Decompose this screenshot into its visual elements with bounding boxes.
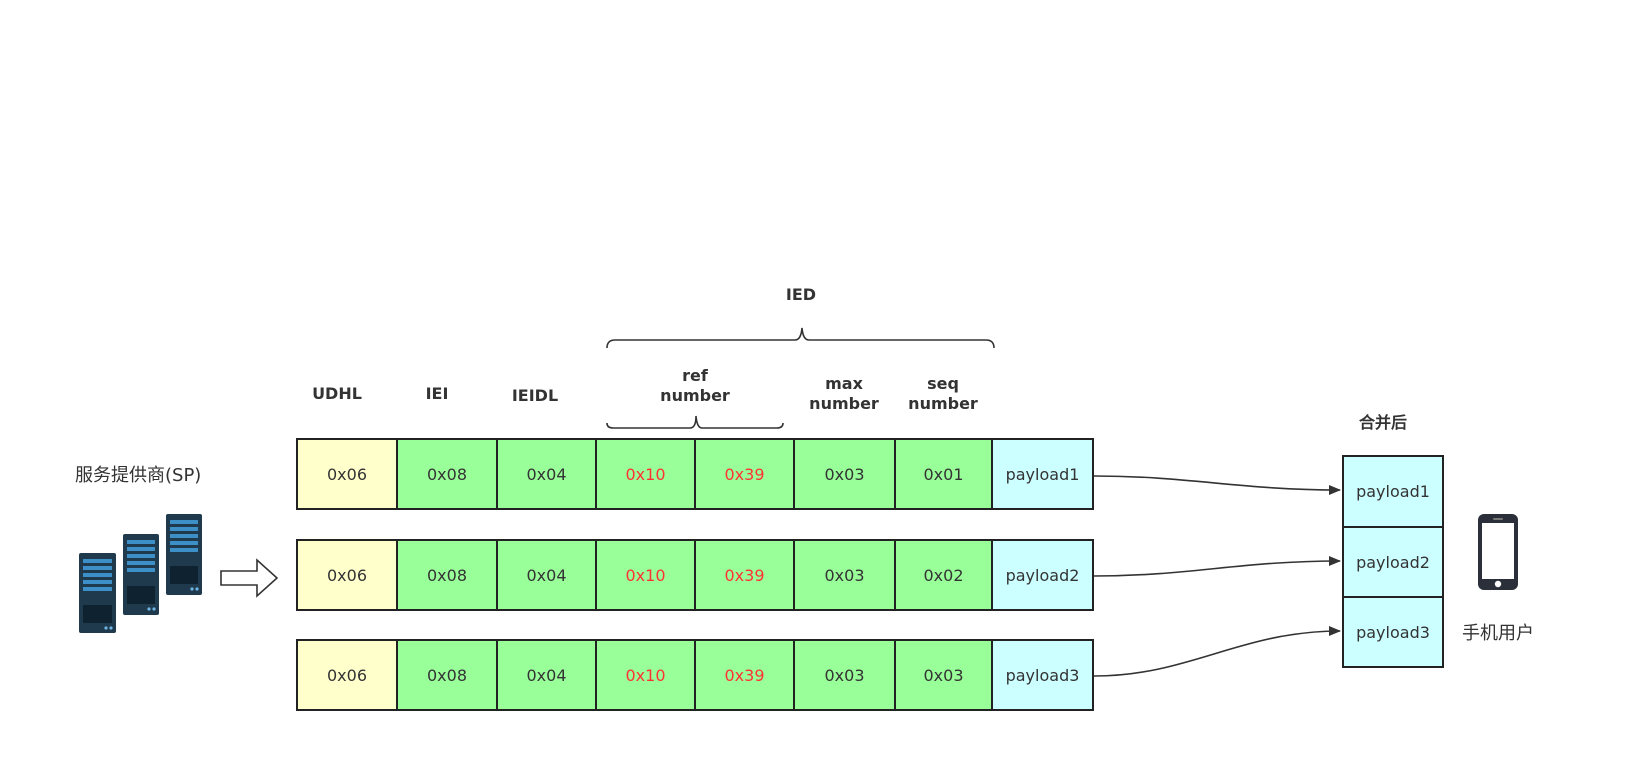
row1-ref-low-cell: 0x39: [694, 438, 795, 510]
smartphone-icon: [1478, 514, 1518, 590]
user-label: 手机用户: [1462, 623, 1534, 644]
row3-seq-number-cell: 0x03: [894, 639, 993, 711]
merged-title: 合并后: [1358, 413, 1407, 432]
header-ied: IED: [785, 285, 817, 304]
row3-iei-cell: 0x08: [396, 639, 498, 711]
arrow-payload2: [1093, 556, 1341, 577]
arrow-payload1: [1093, 475, 1341, 495]
row1-udhl-cell: 0x06: [296, 438, 398, 510]
row2-max-number-cell: 0x03: [793, 539, 896, 611]
row3-udhl-cell: 0x06: [296, 639, 398, 711]
row1-seq-number-cell: 0x01: [894, 438, 993, 510]
row3-max-number-cell: 0x03: [793, 639, 896, 711]
row2-seq-number-cell: 0x02: [894, 539, 993, 611]
row1-ieidl-cell: 0x04: [496, 438, 597, 510]
header-seq-line1: seq: [927, 374, 959, 393]
merged-payload-3: payload3: [1342, 596, 1444, 668]
row2-ref-high-cell: 0x10: [595, 539, 696, 611]
header-max-line2: number: [809, 394, 879, 413]
header-max-number: max number: [794, 374, 894, 414]
header-iei: IEI: [425, 384, 449, 403]
header-max-line1: max: [825, 374, 863, 393]
header-seq-line2: number: [908, 394, 978, 413]
arrow-payload3: [1093, 626, 1341, 677]
row2-ieidl-cell: 0x04: [496, 539, 597, 611]
row3-payload-cell: payload3: [991, 639, 1094, 711]
row3-ref-low-cell: 0x39: [694, 639, 795, 711]
server-rack-icon: [79, 514, 202, 633]
header-ref-number: ref number: [645, 366, 745, 406]
header-seq-number: seq number: [893, 374, 993, 414]
row1-iei-cell: 0x08: [396, 438, 498, 510]
row3-ref-high-cell: 0x10: [595, 639, 696, 711]
row1-ref-high-cell: 0x10: [595, 438, 696, 510]
header-ref-line1: ref: [682, 366, 708, 385]
header-udhl: UDHL: [312, 384, 362, 403]
sp-label: 服务提供商(SP): [75, 465, 202, 486]
row1-payload-cell: payload1: [991, 438, 1094, 510]
row1-max-number-cell: 0x03: [793, 438, 896, 510]
row2-ref-low-cell: 0x39: [694, 539, 795, 611]
header-ref-line2: number: [660, 386, 730, 405]
hollow-right-arrow-icon: [220, 558, 279, 598]
row2-iei-cell: 0x08: [396, 539, 498, 611]
row2-udhl-cell: 0x06: [296, 539, 398, 611]
ref-number-brace: [606, 415, 784, 429]
row2-payload-cell: payload2: [991, 539, 1094, 611]
merged-payload-2: payload2: [1342, 526, 1444, 599]
header-ieidl: IEIDL: [511, 386, 559, 405]
merged-payload-1: payload1: [1342, 455, 1444, 528]
ied-brace: [606, 327, 995, 349]
row3-ieidl-cell: 0x04: [496, 639, 597, 711]
